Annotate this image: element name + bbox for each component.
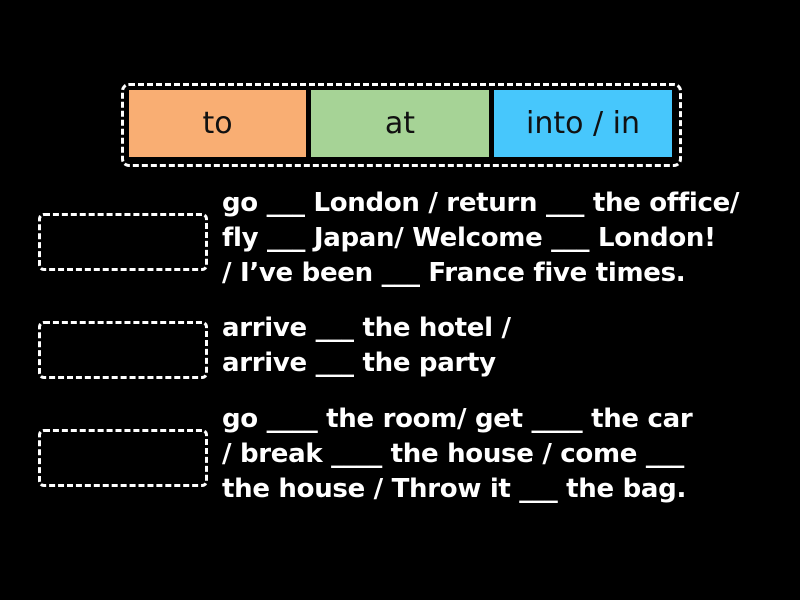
drop-zone-1[interactable] <box>38 213 208 271</box>
tile-at[interactable]: at <box>311 90 489 157</box>
clue-3: go ____ the room/ get ____ the car / bre… <box>222 404 693 504</box>
tile-into-in[interactable]: into / in <box>494 90 672 157</box>
tile-tray <box>121 83 682 167</box>
tile-to[interactable]: to <box>129 90 306 157</box>
clue-2: arrive ___ the hotel / arrive ___ the pa… <box>222 313 511 378</box>
clue-1: go ___ London / return ___ the office/ f… <box>222 188 740 288</box>
drop-zone-2[interactable] <box>38 321 208 379</box>
drop-zone-3[interactable] <box>38 429 208 487</box>
